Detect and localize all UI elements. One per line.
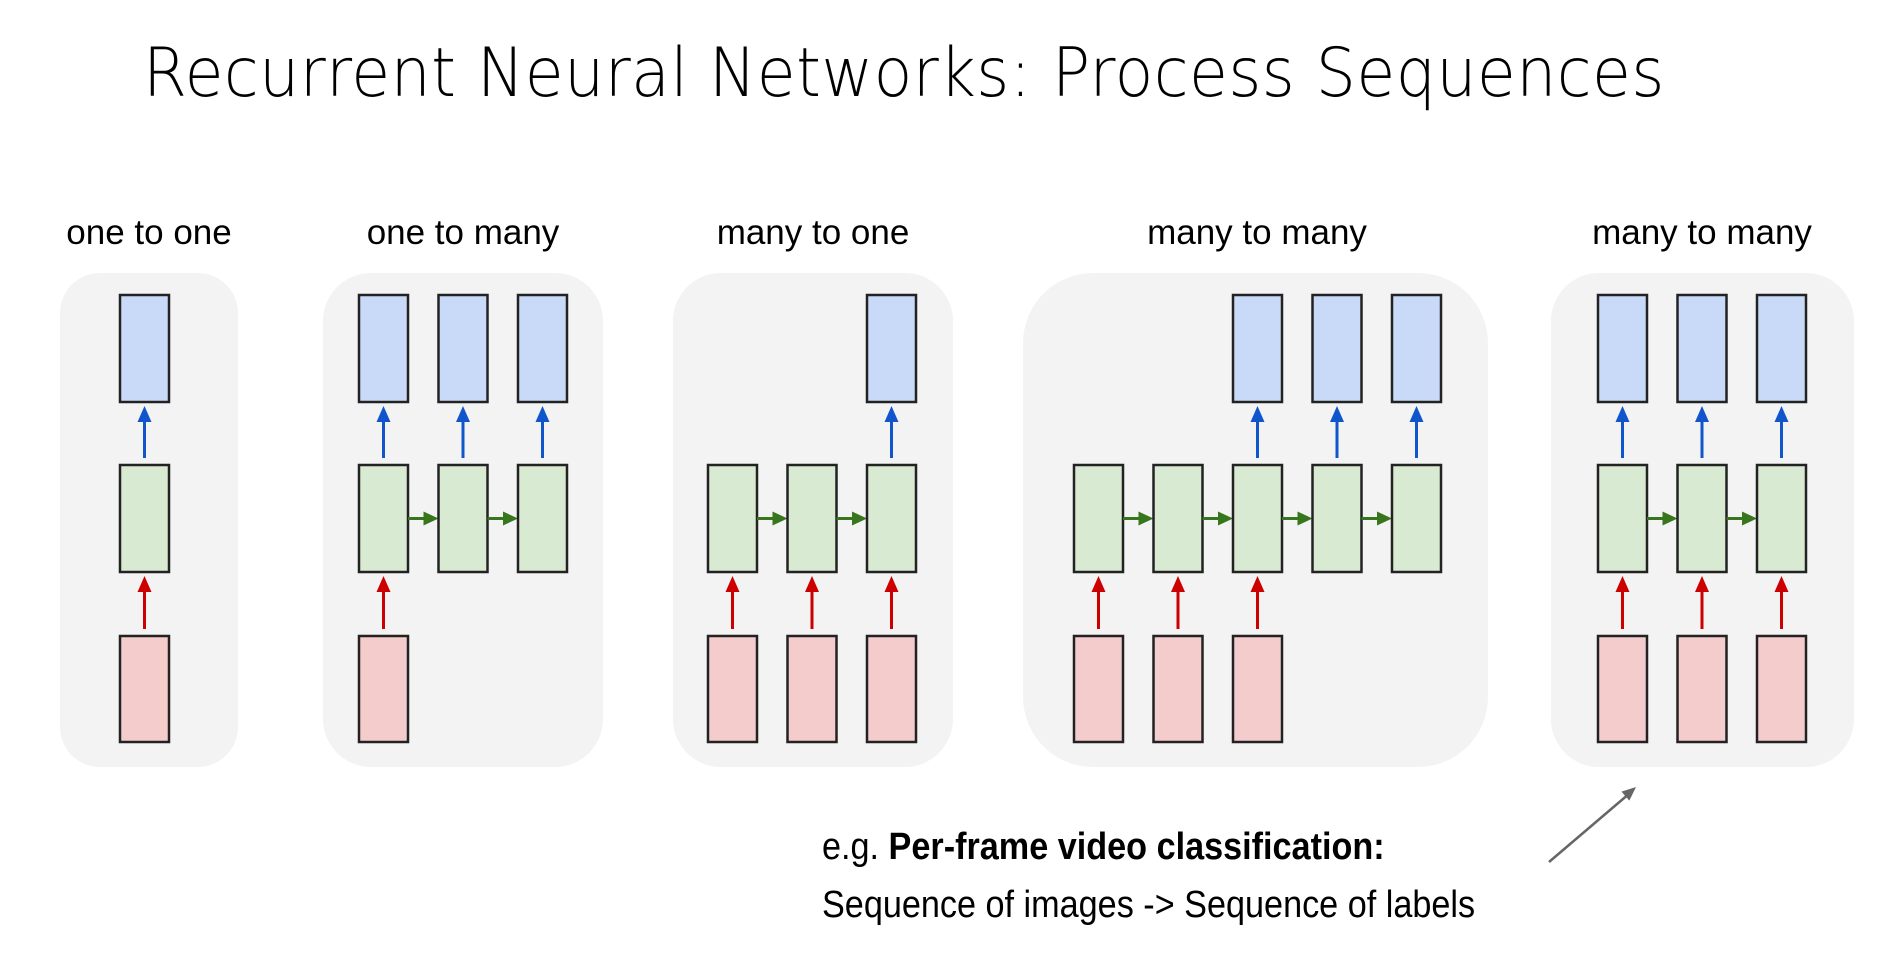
input-box bbox=[786, 634, 838, 744]
input-arrow-head bbox=[725, 576, 740, 592]
input-box bbox=[118, 634, 171, 744]
panel-label-one-to-one: one to one bbox=[66, 213, 232, 252]
panel-label-many-to-many-1: many to many bbox=[1147, 213, 1367, 252]
input-box bbox=[865, 634, 918, 744]
hidden-state-box bbox=[865, 463, 918, 574]
output-arrow-head bbox=[884, 406, 899, 422]
output-box bbox=[1390, 293, 1443, 404]
hidden-state-box bbox=[118, 463, 171, 574]
hidden-state-box bbox=[516, 463, 569, 574]
caption-line-2: Sequence of images -> Sequence of labels bbox=[822, 884, 1476, 926]
input-box bbox=[1152, 634, 1204, 744]
input-box bbox=[1755, 634, 1808, 744]
hidden-state-box bbox=[1596, 463, 1649, 574]
output-box bbox=[1596, 293, 1649, 404]
hidden-state-box bbox=[786, 463, 838, 574]
output-box bbox=[357, 293, 410, 404]
hidden-state-box bbox=[1072, 463, 1125, 574]
output-arrow-head bbox=[1409, 406, 1424, 422]
recurrent-arrow-head bbox=[503, 511, 518, 526]
output-box bbox=[1676, 293, 1728, 404]
output-arrow-head bbox=[376, 406, 391, 422]
output-arrow-head bbox=[137, 406, 152, 422]
hidden-state-box bbox=[357, 463, 410, 574]
input-arrow-head bbox=[1171, 576, 1185, 592]
recurrent-arrow-head bbox=[1138, 511, 1154, 526]
input-arrow-head bbox=[1695, 576, 1709, 592]
hidden-state-box bbox=[1231, 463, 1284, 574]
hidden-state-box bbox=[1755, 463, 1808, 574]
hidden-state-box bbox=[437, 463, 489, 574]
hidden-state-box bbox=[706, 463, 759, 574]
output-box bbox=[865, 293, 918, 404]
caption-prefix: e.g. bbox=[822, 826, 889, 868]
output-arrow-head bbox=[1330, 406, 1344, 422]
caption-bold: Per-frame video classification: bbox=[888, 826, 1385, 868]
input-arrow-head bbox=[805, 576, 819, 592]
panel-label-one-to-many: one to many bbox=[366, 213, 560, 252]
input-arrow-head bbox=[1091, 576, 1106, 592]
hidden-state-box bbox=[1152, 463, 1204, 574]
recurrent-arrow-head bbox=[1662, 511, 1678, 526]
output-arrow-head bbox=[1615, 406, 1630, 422]
recurrent-arrow-head bbox=[852, 511, 867, 526]
recurrent-arrow-head bbox=[772, 511, 788, 526]
output-arrow-head bbox=[456, 406, 470, 422]
input-box bbox=[1231, 634, 1284, 744]
input-box bbox=[1596, 634, 1649, 744]
input-arrow-head bbox=[1615, 576, 1630, 592]
recurrent-arrow-head bbox=[1297, 511, 1313, 526]
recurrent-arrow-head bbox=[1218, 511, 1233, 526]
input-box bbox=[706, 634, 759, 744]
output-arrow-head bbox=[1250, 406, 1265, 422]
pointer-arrow-head bbox=[1621, 787, 1636, 801]
output-box bbox=[437, 293, 489, 404]
output-arrow-head bbox=[535, 406, 550, 422]
output-box bbox=[118, 293, 171, 404]
input-arrow-head bbox=[1250, 576, 1265, 592]
input-box bbox=[1676, 634, 1728, 744]
input-arrow-head bbox=[884, 576, 899, 592]
hidden-state-box bbox=[1390, 463, 1443, 574]
output-arrow-head bbox=[1695, 406, 1709, 422]
hidden-state-box bbox=[1676, 463, 1728, 574]
input-arrow-head bbox=[376, 576, 391, 592]
hidden-state-box bbox=[1311, 463, 1363, 574]
recurrent-arrow-head bbox=[423, 511, 439, 526]
output-box bbox=[1755, 293, 1808, 404]
panel-label-many-to-one: many to one bbox=[716, 213, 910, 252]
recurrent-arrow-head bbox=[1742, 511, 1757, 526]
output-box bbox=[1311, 293, 1363, 404]
pointer-arrow-shaft bbox=[1548, 792, 1631, 863]
input-box bbox=[357, 634, 410, 744]
input-box bbox=[1072, 634, 1125, 744]
output-box bbox=[1231, 293, 1284, 404]
caption-line-1: e.g. Per-frame video classification: bbox=[822, 826, 1385, 869]
recurrent-arrow-head bbox=[1377, 511, 1392, 526]
output-box bbox=[516, 293, 569, 404]
output-arrow-head bbox=[1774, 406, 1789, 422]
input-arrow-head bbox=[1774, 576, 1789, 592]
slide-title: Recurrent Neural Networks: Process Seque… bbox=[143, 34, 1665, 113]
input-arrow-head bbox=[137, 576, 152, 592]
panel-label-many-to-many-2: many to many bbox=[1592, 213, 1812, 252]
